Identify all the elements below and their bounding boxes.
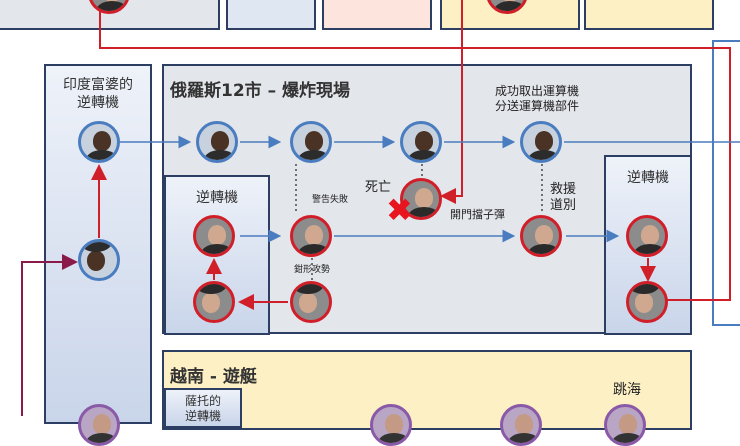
- kat-avatar-vietnam-1: [370, 404, 412, 446]
- right-edge-panel: [712, 40, 740, 326]
- protagonist-avatar-inverted: [78, 239, 120, 281]
- turnstile-right-title: 逆轉機: [627, 170, 669, 186]
- label-rescue: 救援 道別: [550, 182, 577, 213]
- neil-avatar-rescue: [520, 215, 562, 257]
- neil-top-route: [99, 10, 731, 308]
- protagonist-avatar-india: [78, 121, 120, 163]
- protagonist-avatar-russia-2: [290, 121, 332, 163]
- russia-title: 俄羅斯12市 – 爆炸現場: [170, 81, 350, 101]
- kat-avatar-vietnam-3: [604, 404, 646, 446]
- label-pincer: 鉗形攻勢: [294, 265, 331, 275]
- protagonist-avatar-russia-1: [196, 121, 238, 163]
- neil-death-route: [440, 0, 463, 204]
- label-jump: 跳海: [613, 382, 641, 398]
- label-open-lock: 開門擋子彈: [450, 208, 505, 221]
- label-death: 死亡: [365, 180, 392, 195]
- protagonist-avatar-russia-4: [520, 121, 562, 163]
- turnstile-left-title: 逆轉機: [196, 190, 238, 206]
- top-panel-2: [226, 0, 316, 30]
- label-warning: 警告失敗: [312, 195, 349, 205]
- neil-avatar-inverted-mid: [290, 281, 332, 323]
- neil-avatar-russia-mid: [290, 215, 332, 257]
- india-turnstile-title: 印度富婆的 逆轉機: [63, 77, 133, 111]
- neil-avatar-inverted-right: [626, 281, 668, 323]
- kat-avatar-india: [78, 404, 120, 446]
- kat-avatar-vietnam-2: [500, 404, 542, 446]
- timeline-connectors: [21, 0, 740, 416]
- vietnam-title: 越南 - 遊艇: [170, 367, 257, 387]
- neil-avatar-turnstile-right: [626, 215, 668, 257]
- red-x-icon: ✖: [386, 191, 413, 229]
- top-panel-5: [584, 0, 714, 30]
- label-success: 成功取出運算機 分送運算機部件: [495, 84, 580, 113]
- neil-avatar-turnstile-left: [193, 215, 235, 257]
- neil-avatar-inverted-left: [193, 281, 235, 323]
- purple-route: [21, 254, 78, 416]
- top-panel-3: [322, 0, 432, 30]
- protagonist-avatar-russia-3: [400, 121, 442, 163]
- neil-avatar-death: [400, 178, 442, 220]
